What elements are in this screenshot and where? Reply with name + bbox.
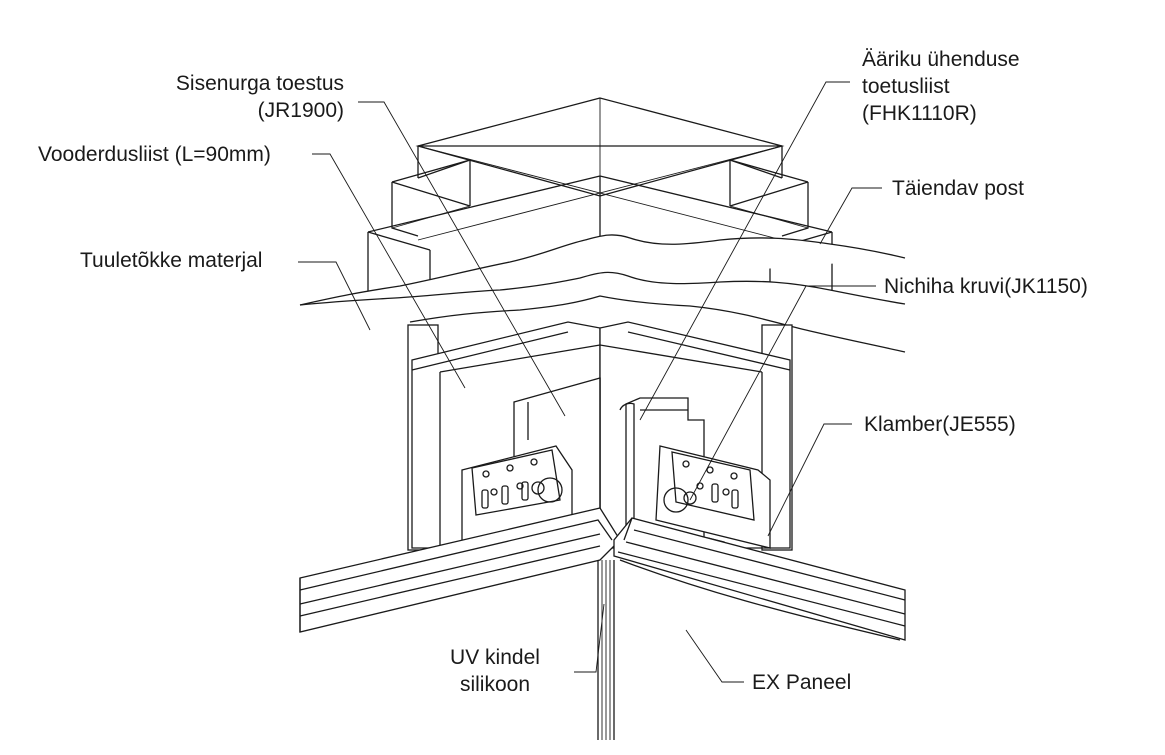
wind-barrier-label: Tuuletõkke materjal <box>80 249 263 272</box>
additional-post-label: Täiendav post <box>892 177 1024 200</box>
uv-silicone-label: UV kindel silikoon <box>420 644 570 698</box>
edge-joint-strip-label-line1: Ääriku ühenduse <box>862 48 1020 71</box>
ex-panel-right <box>613 517 906 641</box>
ex-panel-left <box>299 507 621 633</box>
nichiha-screw-label: Nichiha kruvi(JK1150) <box>884 275 1088 298</box>
inner-corner-support-label-line1: Sisenurga toestus <box>175 72 344 95</box>
edge-joint-strip-label-line3: (FHK1110R) <box>862 102 977 125</box>
edge-joint-strip-label: Ääriku ühenduse toetusliist (FHK1110R) <box>862 46 1020 127</box>
edge-joint-strip-label-line2: toetusliist <box>862 75 950 98</box>
leader-lines <box>298 81 882 683</box>
inner-corner-support-label: Sisenurga toestus (JR1900) <box>120 70 344 124</box>
ex-panel-label: EX Paneel <box>752 671 852 694</box>
clamp-left <box>461 445 573 547</box>
silicone-joint <box>597 560 615 740</box>
lining-strip-label: Vooderdusliist (L=90mm) <box>38 143 271 166</box>
clamp-right <box>655 445 771 555</box>
inner-corner-support-label-line2: (JR1900) <box>257 99 344 122</box>
clamp-label: Klamber(JE555) <box>864 413 1016 436</box>
uv-silicone-label-line1: UV kindel <box>450 646 540 669</box>
uv-silicone-label-line2: silikoon <box>459 673 531 696</box>
